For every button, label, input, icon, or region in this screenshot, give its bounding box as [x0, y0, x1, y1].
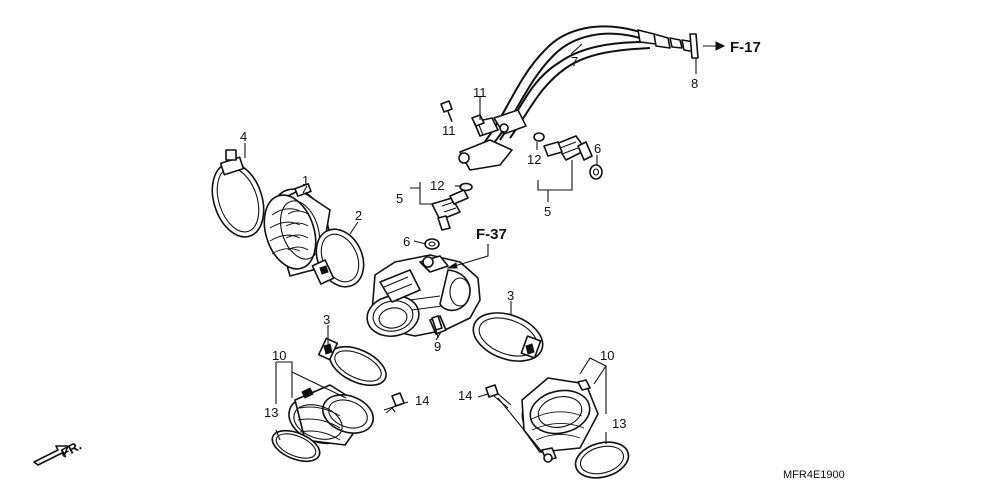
- callout-9: 9: [434, 339, 441, 354]
- bolt-14-left: [385, 392, 405, 414]
- o-ring-right: [574, 441, 630, 479]
- callout-14-right: 14: [458, 388, 472, 403]
- o-ring-left: [271, 429, 321, 463]
- f17-reference-arrow: [715, 41, 726, 51]
- callout-11-upper: 11: [473, 85, 487, 100]
- callout-5-left: 5: [396, 191, 403, 206]
- fuel-injector-left: [431, 189, 469, 231]
- f37-reference-arrow: [446, 244, 489, 269]
- diagram-code: MFR4E1900: [783, 469, 845, 481]
- bolt-14-right: [485, 384, 512, 409]
- callout-7: 7: [571, 54, 578, 69]
- callout-13-left: 13: [264, 405, 278, 420]
- callout-3-left: 3: [323, 312, 330, 327]
- callout-6-right: 6: [594, 141, 601, 156]
- throttle-body: [366, 254, 481, 338]
- front-direction-arrow: [33, 445, 69, 466]
- callout-13-right: 13: [612, 416, 626, 431]
- hose-clamp-right: [472, 312, 544, 362]
- callout-10-right: 10: [600, 348, 614, 363]
- quick-joint-8: [681, 33, 699, 59]
- hose-clamp-lower-left: [317, 337, 387, 387]
- hose-clamp-upper-left: [211, 149, 265, 238]
- callout-6-left: 6: [403, 234, 410, 249]
- callout-12-left: 12: [430, 178, 444, 193]
- callout-8: 8: [691, 76, 698, 91]
- callout-labels: 1 2 3 3 4 5 5 6 6 7 8 9 10 10 11 11 12 1…: [58, 39, 844, 481]
- callout-3-right: 3: [507, 288, 514, 303]
- callout-11-lower: 11: [442, 123, 456, 138]
- callout-10-left: 10: [272, 348, 286, 363]
- leader-lines: [244, 43, 720, 453]
- callout-14-left: 14: [415, 393, 429, 408]
- fuel-injector-right: [543, 135, 593, 161]
- hose-clamp-2: [311, 228, 365, 288]
- callout-2: 2: [355, 208, 362, 223]
- bolt-11-upper: [471, 114, 485, 136]
- insulator-joint-right: [521, 377, 599, 463]
- cushion-ring-6-left: [424, 238, 440, 250]
- o-ring-12-right: [533, 132, 545, 142]
- o-ring-12-left: [459, 182, 473, 192]
- cushion-ring-6-right: [589, 164, 603, 180]
- reference-f37: F-37: [476, 226, 507, 243]
- callout-12-right: 12: [527, 152, 541, 167]
- callout-5-right: 5: [544, 204, 551, 219]
- reference-f17: F-17: [730, 39, 761, 56]
- fuel-pipe-assembly: [458, 25, 683, 171]
- callout-4: 4: [240, 129, 247, 144]
- callout-1: 1: [302, 173, 309, 188]
- front-label: FR.: [58, 438, 84, 461]
